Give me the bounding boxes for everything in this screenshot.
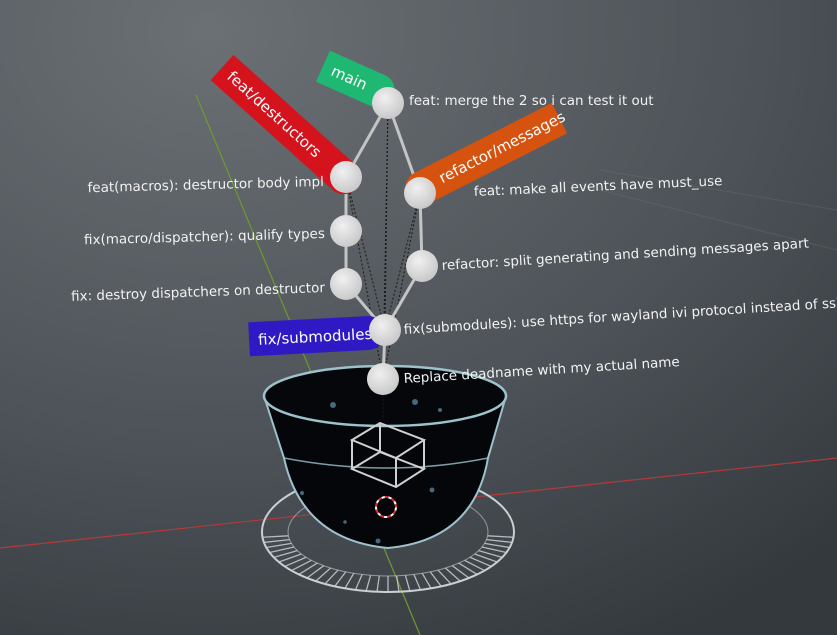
commit-node-qualify-types[interactable] — [330, 215, 362, 247]
plate-tick — [469, 556, 492, 568]
commit-node-must-use[interactable] — [404, 177, 436, 209]
commit-node-split-messages[interactable] — [406, 250, 438, 282]
plate-tick — [263, 538, 290, 544]
plate-tick — [484, 542, 510, 549]
branch-tag-fix-submodules[interactable]: fix/submodules — [248, 315, 386, 357]
commit-label-qualify-types: fix(macro/dispatcher): qualify types — [84, 226, 325, 248]
commit-node-destroy-dispatchers[interactable] — [330, 268, 362, 300]
plate-tick — [486, 538, 513, 544]
plate-tick — [404, 575, 411, 592]
plate-tick — [474, 553, 498, 563]
pot-base-plate — [261, 471, 515, 593]
plate-tick — [344, 573, 355, 589]
plate-tick — [487, 535, 514, 538]
plate-tick — [437, 569, 452, 585]
plate-tick — [306, 565, 325, 579]
plate-tick — [291, 559, 312, 572]
plate-tick — [354, 574, 363, 591]
plate-tick — [458, 562, 478, 575]
relationship-lines — [345, 102, 421, 420]
plate-tick — [269, 546, 295, 554]
floor-grid — [559, 169, 837, 251]
cube-wireframe-icon[interactable] — [349, 421, 427, 489]
plate-tick — [429, 571, 442, 587]
plate-tick — [451, 565, 470, 579]
plate-tick — [324, 569, 339, 585]
plate-tick — [421, 573, 432, 589]
commit-node-deadname[interactable] — [367, 363, 399, 395]
plate-tick — [284, 556, 307, 568]
plate-tick — [278, 553, 302, 563]
pot[interactable] — [262, 364, 508, 550]
plate-tick — [481, 546, 507, 554]
plate-tick — [365, 575, 372, 592]
plate-tick — [478, 549, 503, 558]
plate-tick — [413, 574, 422, 591]
branch-tag-main[interactable]: main — [316, 50, 400, 113]
plate-tick — [444, 567, 461, 582]
plate-tick — [334, 571, 347, 587]
plate-tick — [376, 575, 380, 592]
commit-node-destructor-body[interactable] — [330, 161, 362, 193]
branch-label-fix-submodules: fix/submodules — [258, 325, 373, 349]
plate-tick — [315, 567, 332, 582]
commit-node-https-submodules[interactable] — [369, 314, 401, 346]
commit-node-merge[interactable] — [372, 87, 404, 119]
plate-tick — [266, 542, 292, 549]
plate-tick — [273, 549, 298, 558]
commit-label-destructor-body: feat(macros): destructor body impl — [87, 174, 324, 196]
commit-label-merge: feat: merge the 2 so i can test it out — [409, 93, 654, 109]
plate-tick — [464, 559, 485, 572]
plate-tick — [262, 535, 289, 538]
plate-tick — [396, 575, 400, 592]
plate-tick — [298, 562, 318, 575]
commit-nodes — [330, 87, 438, 395]
3d-cursor-icon[interactable] — [375, 496, 397, 518]
